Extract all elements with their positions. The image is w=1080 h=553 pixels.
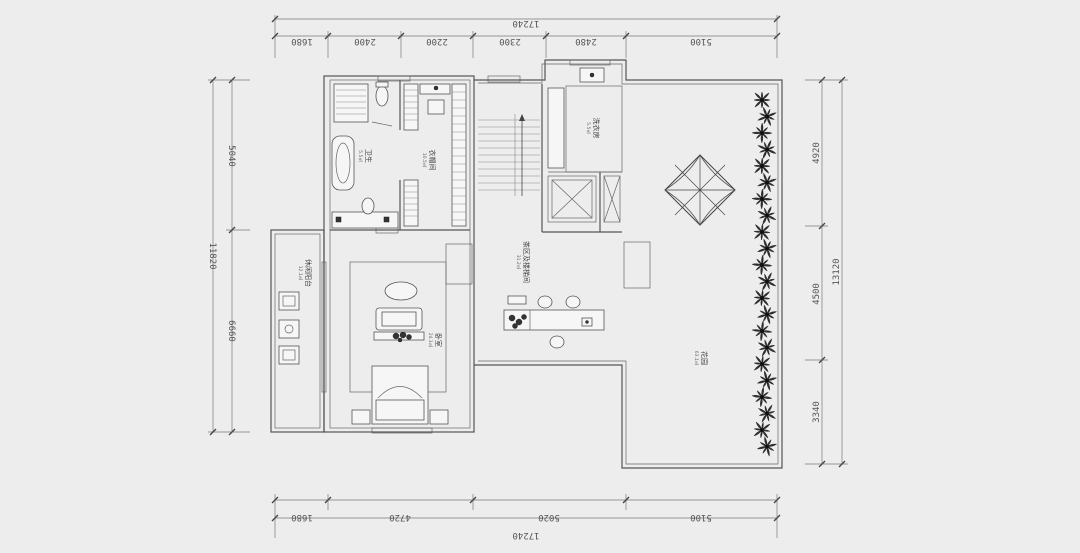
dimension-text-right: 13120 4920 4500 3340 bbox=[812, 142, 842, 423]
coffee-table bbox=[384, 281, 418, 301]
bedroom: 卧室 24.1㎡ bbox=[349, 261, 449, 425]
room-label-bath: 卫生 bbox=[364, 149, 373, 163]
room-label-bedroom: 卧室 bbox=[434, 333, 443, 347]
dim-top-seg-2: 2400 bbox=[354, 36, 376, 46]
dim-right-seg-1: 4920 bbox=[812, 142, 822, 164]
dim-right-seg-2: 4500 bbox=[812, 283, 822, 305]
room-label-laundry: 洗衣房 bbox=[592, 118, 601, 139]
bathtub bbox=[331, 135, 355, 191]
plant-icon bbox=[753, 157, 771, 175]
dim-bottom-seg-3: 5020 bbox=[538, 512, 560, 522]
plant-icon bbox=[751, 122, 773, 144]
room-area-laundry: 5.5㎡ bbox=[585, 122, 592, 134]
plant-icon bbox=[753, 91, 771, 109]
elevator bbox=[547, 175, 621, 223]
plant-icon bbox=[756, 370, 778, 391]
plant-icon bbox=[751, 254, 773, 276]
dimension-text-left: 11820 5040 6660 bbox=[207, 145, 236, 342]
room-area-bath: 5.5㎡ bbox=[357, 150, 364, 162]
chair bbox=[565, 295, 581, 309]
room-area-tea: 31.2㎡ bbox=[515, 255, 522, 270]
dim-top-seg-3: 2200 bbox=[426, 36, 448, 46]
shower-area bbox=[333, 83, 369, 123]
side-table bbox=[278, 319, 300, 339]
dim-bottom-total: 17240 bbox=[512, 530, 539, 540]
dim-top-total: 17240 bbox=[512, 18, 539, 28]
dim-bottom-seg-2: 4720 bbox=[389, 512, 411, 522]
plant-icon bbox=[757, 404, 777, 423]
room-label-garden: 花园 bbox=[700, 351, 709, 365]
nightstand bbox=[351, 409, 371, 425]
dim-bottom-seg-4: 5100 bbox=[690, 512, 712, 522]
plant-icon bbox=[753, 223, 771, 241]
laundry-counter bbox=[547, 87, 565, 169]
plant-icon bbox=[757, 238, 777, 259]
plant-icon bbox=[392, 331, 412, 343]
dimension-ticks bbox=[209, 15, 846, 522]
dim-top-seg-4: 2300 bbox=[499, 36, 521, 46]
plant-icon bbox=[756, 304, 778, 325]
bathroom: 卫生 5.5㎡ bbox=[331, 81, 399, 229]
dim-bottom-seg-1: 1680 bbox=[291, 512, 313, 522]
dim-left-total: 11820 bbox=[207, 242, 217, 269]
dim-right-total: 13120 bbox=[832, 258, 842, 285]
dim-left-seg-1: 5040 bbox=[226, 145, 236, 167]
room-label-tea: 茶区及楼梯间 bbox=[522, 241, 531, 283]
plant-icon bbox=[751, 320, 773, 342]
dim-right-seg-3: 3340 bbox=[812, 401, 822, 423]
tea-area: 茶区及楼梯间 31.2㎡ bbox=[503, 241, 605, 349]
planter-row bbox=[751, 91, 778, 457]
staircase bbox=[478, 114, 540, 196]
dim-top-seg-1: 1680 bbox=[291, 36, 313, 46]
plant-icon bbox=[756, 436, 778, 457]
wardrobe-chair bbox=[427, 99, 445, 115]
toilet bbox=[375, 85, 389, 107]
plant-icon bbox=[757, 272, 777, 291]
nightstand bbox=[429, 409, 449, 425]
plant-icon bbox=[757, 172, 777, 193]
lounge-chair bbox=[278, 291, 300, 311]
room-area-bedroom: 24.1㎡ bbox=[427, 333, 434, 348]
room-label-wardrobe: 衣帽间 bbox=[428, 150, 437, 171]
room-area-garden: 63.1㎡ bbox=[693, 351, 700, 366]
plant-icon bbox=[757, 205, 777, 226]
dimension-text-top: 17240 1680 2400 2200 2300 2480 5100 bbox=[291, 18, 712, 46]
dim-top-seg-6: 5100 bbox=[690, 36, 712, 46]
lounge-chair bbox=[278, 345, 300, 365]
room-label-terrace: 休闲阳台 bbox=[304, 259, 313, 287]
tea-table bbox=[503, 309, 605, 331]
laundry: 洗衣房 5.5㎡ bbox=[547, 67, 605, 169]
toilet-2 bbox=[361, 197, 375, 215]
shower-grate bbox=[336, 89, 366, 115]
dimension-text-bottom: 1680 4720 5020 5100 17240 bbox=[291, 512, 712, 540]
stair-direction-arrow bbox=[519, 114, 525, 196]
chair bbox=[537, 295, 553, 309]
plant-icon bbox=[753, 421, 771, 439]
plant-icon bbox=[757, 139, 777, 160]
chair bbox=[549, 335, 565, 349]
plant-icon bbox=[508, 314, 527, 329]
wardrobe-rack-right bbox=[451, 83, 467, 227]
left-terrace: 休闲阳台 12.1㎡ bbox=[278, 259, 313, 365]
plant-icon bbox=[751, 188, 773, 210]
wardrobe: 衣帽间 10.5㎡ bbox=[403, 83, 467, 227]
garden: 花园 63.1㎡ bbox=[664, 154, 736, 366]
plant-icon bbox=[751, 386, 773, 408]
room-area-wardrobe: 10.5㎡ bbox=[421, 153, 428, 168]
walls bbox=[270, 59, 783, 469]
wardrobe-rack-left-bottom bbox=[403, 179, 419, 227]
plant-icon bbox=[757, 106, 777, 127]
plant-icon bbox=[757, 338, 777, 357]
plant-icon bbox=[753, 289, 771, 307]
umbrella-icon bbox=[664, 154, 736, 226]
plant-icon bbox=[753, 355, 771, 373]
dim-top-seg-5: 2480 bbox=[575, 36, 597, 46]
wardrobe-rack-left-top bbox=[403, 83, 419, 131]
room-area-terrace: 12.1㎡ bbox=[297, 266, 304, 281]
dim-left-seg-2: 6660 bbox=[226, 320, 236, 342]
